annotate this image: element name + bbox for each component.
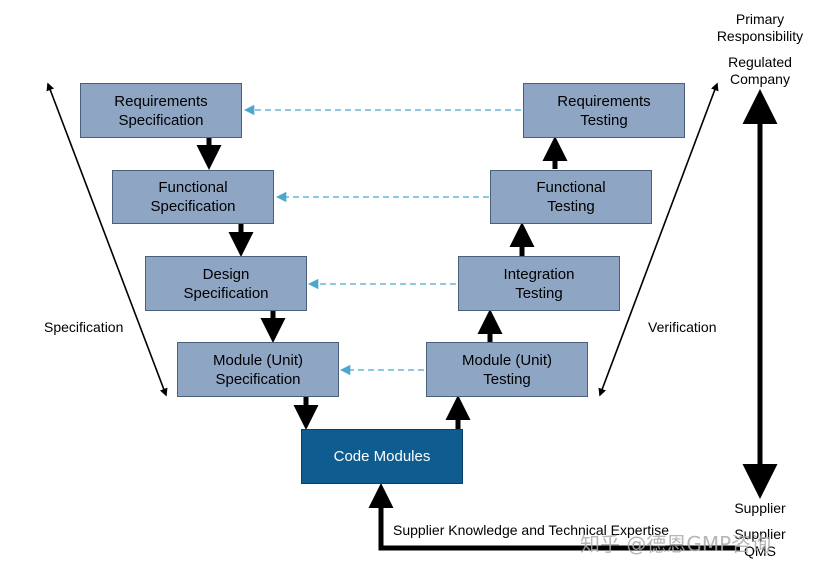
requirements-specification-box: Requirements Specification [80, 83, 242, 138]
code-modules-box: Code Modules [301, 429, 463, 484]
primary-responsibility-header: Primary Responsibility [716, 11, 804, 44]
requirements-testing-box: Requirements Testing [523, 83, 685, 138]
specification-diagonal-arrow [46, 82, 168, 397]
supplier-knowledge-label: Supplier Knowledge and Technical Experti… [393, 522, 670, 538]
regulated-company-label: Regulated Company [728, 54, 792, 87]
design-specification-box: Design Specification [145, 256, 307, 311]
supplier-qms-label: Supplier QMS [734, 526, 786, 559]
specification-label: Specification [44, 319, 124, 335]
functional-specification-box: Functional Specification [112, 170, 274, 224]
watermark: 知乎 @德恩GMP咨询 [580, 532, 772, 556]
integration-testing-box: Integration Testing [458, 256, 620, 311]
module-unit-testing-box: Module (Unit) Testing [426, 342, 588, 397]
verification-diagonal-arrow [598, 82, 719, 397]
supplier-label: Supplier [734, 500, 786, 516]
supplier-knowledge-arrow [368, 483, 740, 551]
verification-label: Verification [648, 319, 717, 335]
functional-testing-box: Functional Testing [490, 170, 652, 224]
module-unit-specification-box: Module (Unit) Specification [177, 342, 339, 397]
